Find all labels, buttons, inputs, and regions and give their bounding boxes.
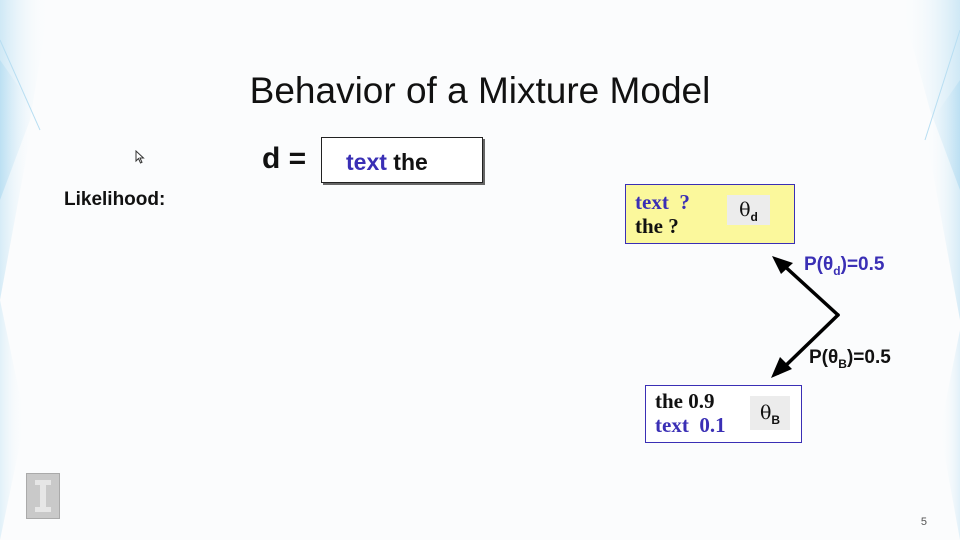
prob-theta-b-label: P(θB)=0.5 xyxy=(809,347,891,371)
word: text xyxy=(635,190,669,214)
prob-prefix: P(θ xyxy=(804,254,834,275)
theta-d-symbol: θd xyxy=(727,195,770,225)
word-prob-row: text 0.1 xyxy=(655,413,726,438)
topic-model-theta-d: text ? the ? θd xyxy=(625,184,795,244)
background-model-theta-b: the 0.9 text 0.1 θB xyxy=(645,385,802,443)
document-word: the xyxy=(393,149,428,175)
mouse-cursor-icon xyxy=(135,150,145,164)
likelihood-label: Likelihood: xyxy=(64,189,166,210)
prob-prefix: P(θ xyxy=(809,347,839,368)
arrow-to-theta-b xyxy=(776,313,840,375)
word: the xyxy=(655,389,683,413)
word-prob-row: text ? xyxy=(635,190,690,215)
word: the xyxy=(635,214,663,238)
probability: 0.1 xyxy=(699,413,726,437)
probability: ? xyxy=(668,214,679,238)
probability: 0.9 xyxy=(688,389,715,413)
prob-suffix: )=0.5 xyxy=(846,347,891,368)
prob-suffix: )=0.5 xyxy=(840,254,885,275)
prob-subscript: B xyxy=(838,356,847,371)
prob-theta-d-label: P(θd)=0.5 xyxy=(804,254,884,278)
word-prob-row: the 0.9 xyxy=(655,389,715,414)
arrowhead-theta-b xyxy=(771,357,792,378)
document-box: text the xyxy=(321,137,483,183)
arrowhead-theta-d xyxy=(772,256,793,274)
page-number: 5 xyxy=(920,516,927,528)
university-logo-icon xyxy=(26,473,60,519)
document-text: text the xyxy=(346,149,428,176)
slide-title: Behavior of a Mixture Model xyxy=(249,70,711,111)
document-label: d = xyxy=(262,142,307,175)
theta-b-symbol: θB xyxy=(750,396,790,430)
document-word: text xyxy=(346,149,387,175)
arrow-to-theta-d xyxy=(778,260,840,317)
prob-subscript: d xyxy=(833,263,841,278)
probability: ? xyxy=(679,190,690,214)
word: text xyxy=(655,413,689,437)
word-prob-row: the ? xyxy=(635,214,679,239)
